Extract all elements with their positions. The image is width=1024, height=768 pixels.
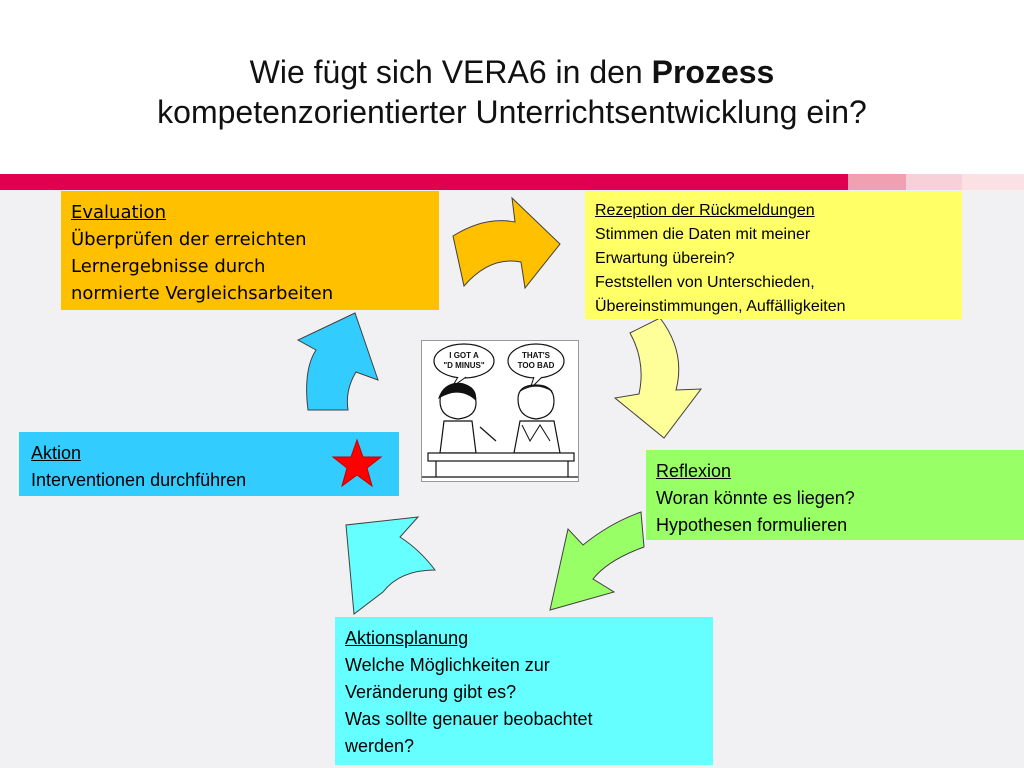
evaluation-box: Evaluation Überprüfen der erreichten Ler… xyxy=(61,191,439,310)
header-band-main xyxy=(0,174,848,190)
evaluation-heading: Evaluation xyxy=(71,202,166,223)
rezeption-box: Rezeption der Rückmeldungen Stimmen die … xyxy=(585,191,962,319)
comic-bubble-left: I GOT A "D MINUS" xyxy=(434,351,494,371)
aktion-line: Interventionen durchführen xyxy=(31,470,247,490)
comic-bubble-left-line: I GOT A xyxy=(449,351,479,360)
aktion-heading: Aktion xyxy=(31,443,82,463)
aktionsplanung-line: Was sollte genauer beobachtet xyxy=(345,709,593,729)
rezeption-line: Stimmen die Daten mit meiner xyxy=(595,226,811,243)
header-band-light-2 xyxy=(906,174,962,190)
curved-arrow-icon xyxy=(613,317,703,439)
rezeption-line: Erwartung überein? xyxy=(595,250,735,267)
aktionsplanung-line: werden? xyxy=(345,736,415,756)
aktionsplanung-box: Aktionsplanung Welche Möglichkeiten zur … xyxy=(335,617,713,765)
reflexion-line: Woran könnte es liegen? xyxy=(656,488,855,508)
rezeption-line: Übereinstimmungen, Auffälligkeiten xyxy=(595,298,846,315)
aktionsplanung-line: Welche Möglichkeiten zur xyxy=(345,655,550,675)
page-title: Wie fügt sich VERA6 in den Prozess kompe… xyxy=(0,52,1024,132)
reflexion-heading: Reflexion xyxy=(656,461,732,481)
title-bold-word: Prozess xyxy=(651,54,775,90)
aktion-box: Aktion Interventionen durchführen xyxy=(19,432,399,496)
comic-drawing xyxy=(422,343,578,478)
comic-image: I GOT A "D MINUS" THAT'S TOO BAD xyxy=(421,340,579,482)
comic-bubble-right: THAT'S TOO BAD xyxy=(508,351,564,371)
evaluation-line: Überprüfen der erreichten xyxy=(71,229,307,250)
aktionsplanung-line: Veränderung gibt es? xyxy=(345,682,517,702)
evaluation-line: Lernergebnisse durch xyxy=(71,256,266,277)
title-line-1: Wie fügt sich VERA6 in den Prozess xyxy=(0,52,1024,92)
comic-bubble-left-line: "D MINUS" xyxy=(443,361,485,370)
header-band-light-3 xyxy=(962,174,1024,190)
rezeption-heading: Rezeption der Rückmeldungen xyxy=(595,202,815,219)
star-icon xyxy=(331,438,383,488)
evaluation-line: normierte Vergleichsarbeiten xyxy=(71,283,334,304)
header-band-light-1 xyxy=(848,174,906,190)
curved-arrow-icon xyxy=(296,312,379,411)
curved-arrow-icon xyxy=(345,516,436,615)
curved-arrow-icon xyxy=(452,196,561,290)
comic-bubble-right-line: THAT'S xyxy=(522,351,550,360)
aktionsplanung-heading: Aktionsplanung xyxy=(345,628,469,648)
comic-bubble-right-line: TOO BAD xyxy=(517,361,555,370)
title-prefix: Wie fügt sich VERA6 in den xyxy=(249,54,652,90)
reflexion-box: Reflexion Woran könnte es liegen? Hypoth… xyxy=(646,450,1024,540)
reflexion-line: Hypothesen formulieren xyxy=(656,515,848,535)
title-line-2: kompetenzorientierter Unterrichtsentwick… xyxy=(157,94,867,130)
rezeption-line: Feststellen von Unterschieden, xyxy=(595,274,815,291)
curved-arrow-icon xyxy=(549,511,645,611)
